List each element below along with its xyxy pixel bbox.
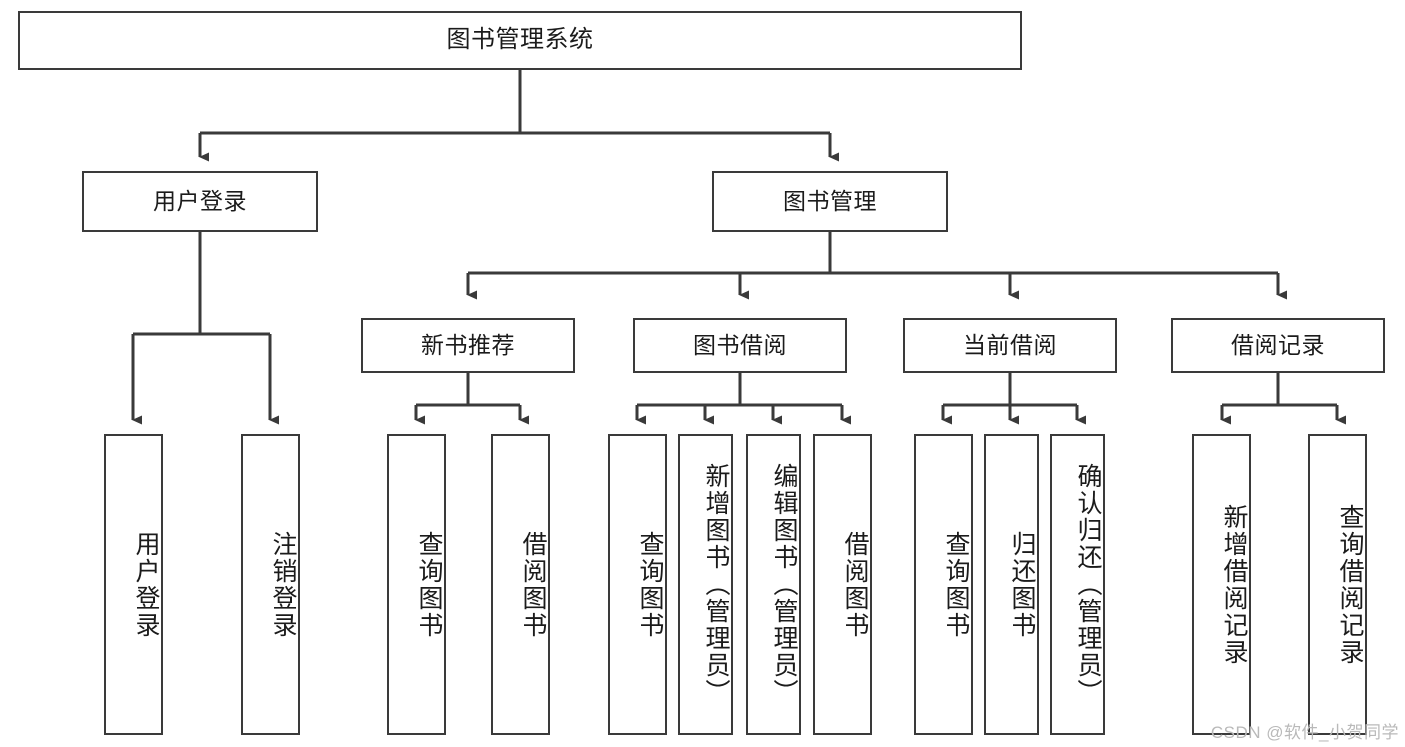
leaf-label: 借阅图书 (841, 530, 869, 639)
leaf-label: 注销登录 (269, 530, 297, 639)
node-book-borrow[interactable]: 图书借阅 (633, 318, 847, 373)
leaf-book-borrow-edit-book-admin[interactable]: 编辑图书（管理员） (746, 434, 801, 735)
node-book-management[interactable]: 图书管理 (712, 171, 948, 232)
node-new-book-recommend[interactable]: 新书推荐 (361, 318, 575, 373)
node-current-borrow[interactable]: 当前借阅 (903, 318, 1117, 373)
node-root-label: 图书管理系统 (446, 26, 594, 54)
leaf-current-borrow-return-book[interactable]: 归还图书 (984, 434, 1039, 735)
leaf-label: 查询图书 (636, 530, 664, 639)
leaf-new-book-query-book[interactable]: 查询图书 (387, 434, 446, 735)
node-current-borrow-label: 当前借阅 (963, 331, 1057, 358)
leaf-label: 用户登录 (132, 530, 160, 639)
csdn-watermark: CSDN @软件_小贺同学 (1210, 723, 1399, 742)
leaf-label: 编辑图书（管理员） (770, 463, 798, 706)
leaf-user-login-logout[interactable]: 注销登录 (241, 434, 300, 735)
leaf-label: 借阅图书 (519, 530, 547, 639)
leaf-new-book-borrow-book[interactable]: 借阅图书 (491, 434, 550, 735)
leaf-current-borrow-query-book[interactable]: 查询图书 (914, 434, 973, 735)
leaf-label: 新增借阅记录 (1220, 503, 1248, 666)
leaf-label: 查询借阅记录 (1336, 503, 1364, 666)
node-user-login-label: 用户登录 (153, 187, 247, 214)
leaf-label: 查询图书 (942, 530, 970, 639)
leaf-borrow-record-query-record[interactable]: 查询借阅记录 (1308, 434, 1367, 735)
leaf-book-borrow-borrow-book[interactable]: 借阅图书 (813, 434, 872, 735)
node-user-login[interactable]: 用户登录 (82, 171, 318, 232)
leaf-borrow-record-add-record[interactable]: 新增借阅记录 (1192, 434, 1251, 735)
node-book-borrow-label: 图书借阅 (693, 331, 787, 358)
leaf-label: 确认归还（管理员） (1074, 463, 1102, 706)
leaf-label: 新增图书（管理员） (702, 463, 730, 706)
node-borrow-record-label: 借阅记录 (1231, 331, 1325, 358)
leaf-label: 查询图书 (415, 530, 443, 639)
node-borrow-record[interactable]: 借阅记录 (1171, 318, 1385, 373)
node-book-management-label: 图书管理 (783, 187, 877, 214)
leaf-label: 归还图书 (1008, 530, 1036, 639)
leaf-book-borrow-add-book-admin[interactable]: 新增图书（管理员） (678, 434, 733, 735)
leaf-current-borrow-confirm-return-admin[interactable]: 确认归还（管理员） (1050, 434, 1105, 735)
node-new-book-recommend-label: 新书推荐 (421, 331, 515, 358)
leaf-book-borrow-query-book[interactable]: 查询图书 (608, 434, 667, 735)
leaf-user-login-login[interactable]: 用户登录 (104, 434, 163, 735)
node-root-book-management-system[interactable]: 图书管理系统 (18, 11, 1022, 70)
